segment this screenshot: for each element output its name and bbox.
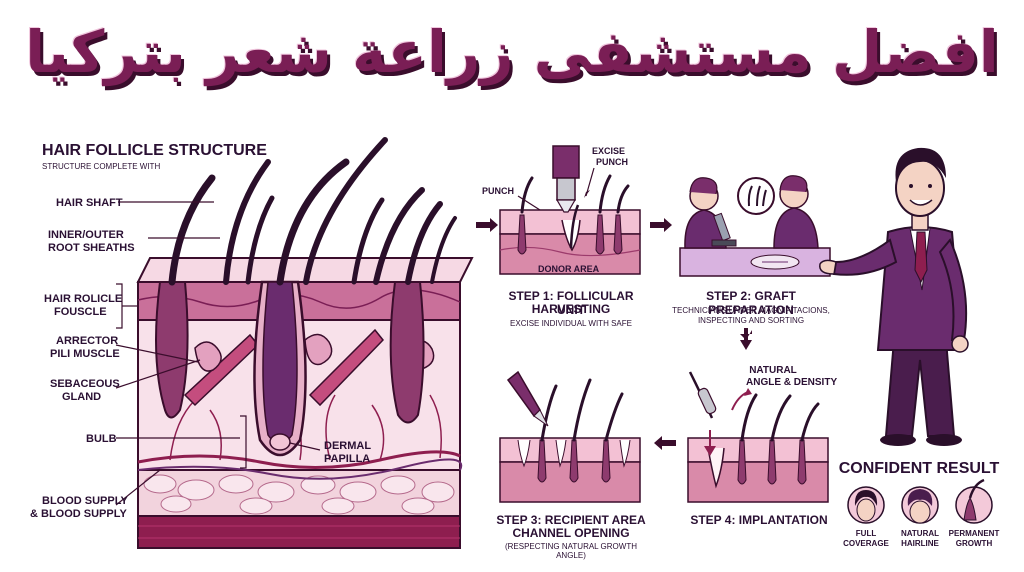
step2-desc-1: TECHNICIANS UNDER MAGNIFITACIONS, (672, 306, 830, 315)
technician-right (773, 175, 819, 249)
label-root-sheaths-2: ROOT SHEATHS (48, 242, 135, 254)
arrow-into-step1 (476, 218, 498, 232)
label-angle-1: NATURAL (749, 365, 797, 376)
step2-desc-2: INSPECTING AND SORTING (697, 316, 805, 325)
full-coverage-icon (847, 486, 885, 524)
label-follicle-1: HAIR ROLICLE (44, 293, 123, 305)
result-item-2-line2: HAIRLINE (901, 539, 939, 548)
structure-subheading: STRUCTURE COMPLETE WITH (42, 162, 161, 171)
label-arrector-2: PILI MUSCLE (50, 348, 120, 360)
scalpel-icon (506, 370, 541, 418)
follicles (155, 280, 425, 457)
result-icons (847, 478, 993, 524)
label-blood-1: BLOOD SUPPLY (42, 495, 128, 507)
step1-illustration (476, 145, 672, 275)
permanent-growth-icon (955, 478, 993, 524)
muscle-layer (137, 515, 461, 549)
magnifier-icon (737, 177, 775, 215)
label-sebaceous-1: SEBACEOUS (50, 378, 120, 390)
label-dermal-2: PAPILLA (324, 453, 371, 465)
label-arrector-1: ARRECTOR (56, 335, 119, 347)
result-heading: CONFIDENT RESULT (838, 460, 1000, 477)
step1-title-2: HARVESTING (531, 302, 611, 316)
step1-desc: EXCISE INDIVIDUAL WITH SAFE (510, 319, 632, 328)
structure-heading: HAIR FOLLICLE STRUCTURE (42, 142, 267, 159)
result-item-1-line2: COVERAGE (843, 539, 889, 548)
step3-title-1: STEP 3: RECIPIENT AREA (496, 513, 646, 527)
punch-tool (552, 145, 580, 179)
label-dermal-1: DERMAL (324, 440, 372, 452)
step4-title: STEP 4: IMPLANTATION (690, 513, 828, 527)
result-item-1-line1: FULL (855, 529, 877, 538)
step1-title-1: STEP 1: FOLLICULAR UNIT (508, 289, 634, 317)
label-punch: PUNCH (482, 186, 515, 196)
result-item-2-line1: NATURAL (900, 529, 940, 538)
step2-title: STEP 2: GRAFT PREPARATION (706, 289, 796, 317)
step3-illustration (499, 370, 641, 503)
label-donor-area: DONOR AREA (538, 264, 600, 274)
label-bulb: BULB (86, 433, 117, 445)
implanter-tool (697, 387, 717, 415)
dermal-papilla (269, 433, 291, 451)
result-item-3-line1: PERMANENT (948, 529, 1000, 538)
step4-illustration (654, 371, 829, 503)
label-excise-1: EXCISE (592, 146, 626, 156)
arrow-step4-to-step3 (654, 436, 676, 450)
man-illustration (819, 147, 969, 446)
arrow-step1-to-step2 (650, 218, 672, 232)
page-title: افضل مستشفى زراعة شعر بتركيا (25, 18, 999, 86)
label-hair-shaft: HAIR SHAFT (56, 197, 123, 209)
result-item-3-line2: GROWTH (955, 539, 993, 548)
label-root-sheaths-1: INNER/OUTER (48, 229, 124, 241)
label-excise-2: PUNCH (596, 157, 629, 167)
step3-title-2: CHANNEL OPENING (512, 526, 630, 540)
follicle-diagram (115, 137, 474, 549)
label-follicle-2: FOUSCLE (54, 306, 107, 318)
label-blood-2: & BLOOD SUPPLY (30, 508, 127, 520)
label-angle-2: ANGLE & DENSITY (746, 377, 838, 388)
label-sebaceous-2: GLAND (62, 391, 102, 403)
step3-desc: (RESPECTING NATURAL GROWTH ANGLE) (504, 542, 637, 561)
natural-hairline-icon (901, 486, 939, 524)
technician-left (684, 177, 727, 249)
microscope-icon (711, 212, 737, 247)
